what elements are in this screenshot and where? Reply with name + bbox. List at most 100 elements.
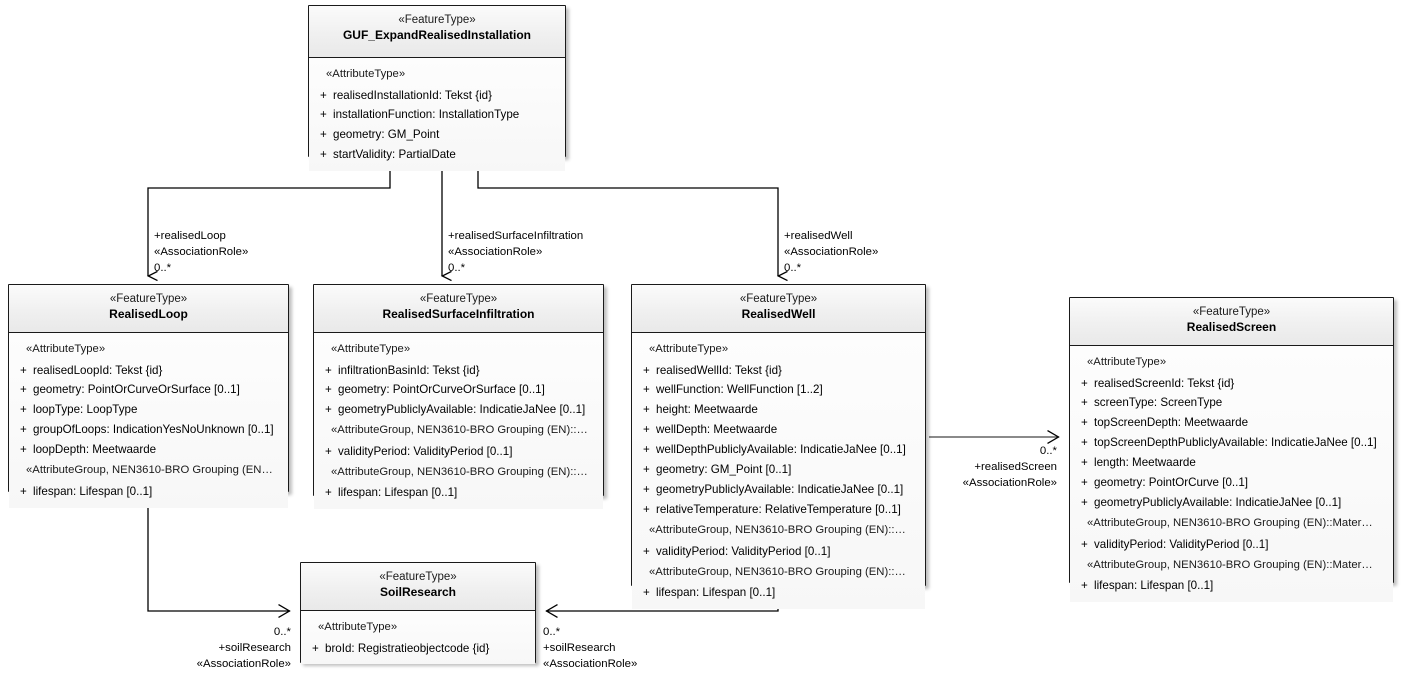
class-name: RealisedSurfaceInfiltration [382, 307, 535, 322]
class-box-realisedwell[interactable]: «FeatureType» RealisedWell «AttributeTyp… [631, 284, 926, 610]
visibility-marker: + [643, 443, 650, 457]
class-header: «FeatureType» GUF_ExpandRealisedInstalla… [309, 6, 565, 58]
attribute-group-label: «AttributeType» [1087, 356, 1167, 368]
association-stereotype: «AssociationRole» [448, 246, 543, 259]
attribute-text: topScreenDepth: Meetwaarde [1094, 416, 1249, 430]
attribute-row[interactable]: + topScreenDepthPubliclyAvailable: Indic… [1074, 433, 1389, 453]
class-header: «FeatureType» RealisedWell [632, 285, 925, 333]
attribute-text: validityPeriod: ValidityPeriod [0..1] [656, 544, 831, 558]
class-header: «FeatureType» RealisedScreen [1070, 298, 1393, 346]
visibility-marker: + [1081, 579, 1088, 593]
visibility-marker: + [20, 484, 27, 498]
association-label-realisedwell: +realisedWell «AssociationRole» 0..* [784, 228, 878, 277]
class-box-guf-expandrealisedinstallation[interactable]: «FeatureType» GUF_ExpandRealisedInstalla… [308, 5, 566, 172]
attribute-row[interactable]: + lifespan: Lifespan [0..1] [636, 583, 921, 603]
class-box-realisedloop[interactable]: «FeatureType» RealisedLoop «AttributeTyp… [8, 284, 289, 508]
class-body: «AttributeType» + realisedWellId: Tekst … [632, 333, 925, 610]
attribute-text: realisedScreenId: Tekst {id} [1094, 376, 1235, 390]
association-multiplicity: 0..* [543, 626, 561, 638]
visibility-marker: + [1081, 416, 1088, 430]
attribute-row[interactable]: + lifespan: Lifespan [0..1] [13, 482, 284, 502]
attribute-row[interactable]: + geometryPubliclyAvailable: IndicatieJa… [636, 480, 921, 500]
attribute-row[interactable]: + loopDepth: Meetwaarde [13, 440, 284, 460]
attribute-row[interactable]: + relativeTemperature: RelativeTemperatu… [636, 500, 921, 520]
class-header: «FeatureType» SoilResearch [301, 563, 535, 611]
association-role-name: +realisedLoop [154, 230, 226, 242]
class-box-soilresearch[interactable]: «FeatureType» SoilResearch «AttributeTyp… [300, 562, 536, 665]
attribute-row[interactable]: + geometry: PointOrCurve [0..1] [1074, 473, 1389, 493]
attribute-text: geometry: PointOrCurveOrSurface [0..1] [33, 383, 240, 397]
association-role-name: +realisedWell [784, 230, 853, 242]
attribute-row[interactable]: + validityPeriod: ValidityPeriod [0..1] [636, 542, 921, 562]
attribute-text: lifespan: Lifespan [0..1] [338, 486, 458, 500]
attribute-group-label: «AttributeGroup, NEN3610-BRO Grouping (E… [26, 464, 273, 477]
association-label-soilresearch-well: 0..* +soilResearch «AssociationRole» [543, 624, 637, 673]
attribute-row[interactable]: + realisedWellId: Tekst {id} [636, 361, 921, 381]
attribute-text: wellDepth: Meetwaarde [656, 423, 778, 437]
association-label-soilresearch-loop: 0..* +soilResearch «AssociationRole» [135, 624, 291, 673]
attribute-text: validityPeriod: ValidityPeriod [0..1] [1094, 537, 1269, 551]
attribute-row[interactable]: + realisedScreenId: Tekst {id} [1074, 374, 1389, 394]
attribute-row[interactable]: + screenType: ScreenType [1074, 393, 1389, 413]
association-role-name: +realisedSurfaceInfiltration [448, 230, 584, 242]
attribute-group-label: «AttributeType» [326, 68, 406, 80]
attribute-text: geometryPubliclyAvailable: IndicatieJaNe… [656, 483, 904, 497]
attribute-row[interactable]: + realisedInstallationId: Tekst {id} [313, 86, 561, 106]
class-name: RealisedWell [741, 307, 816, 322]
attribute-row[interactable]: + validityPeriod: ValidityPeriod [0..1] [1074, 535, 1389, 555]
attribute-group-label: «AttributeGroup, NEN3610-BRO Grouping (E… [331, 424, 588, 437]
class-header: «FeatureType» RealisedSurfaceInfiltratio… [314, 285, 603, 333]
class-box-realisedscreen[interactable]: «FeatureType» RealisedScreen «AttributeT… [1069, 297, 1394, 603]
attribute-row[interactable]: + geometry: GM_Point [0..1] [636, 460, 921, 480]
attribute-row[interactable]: + startValidity: PartialDate [313, 145, 561, 165]
visibility-marker: + [325, 403, 332, 417]
association-label-realisedsurfaceinfiltration: +realisedSurfaceInfiltration «Associatio… [448, 228, 583, 277]
attribute-row[interactable]: + height: Meetwaarde [636, 400, 921, 420]
attribute-row[interactable]: + wellDepth: Meetwaarde [636, 420, 921, 440]
attribute-group-label: «AttributeGroup, NEN3610-BRO Grouping (E… [1087, 558, 1373, 571]
attribute-text: realisedWellId: Tekst {id} [656, 363, 782, 377]
attribute-row[interactable]: + lifespan: Lifespan [0..1] [318, 483, 599, 503]
attribute-row[interactable]: + geometryPubliclyAvailable: IndicatieJa… [318, 400, 599, 420]
attribute-text: loopDepth: Meetwaarde [33, 443, 157, 457]
attribute-row[interactable]: + broId: Registratieobjectcode {id} [305, 639, 531, 659]
attribute-row[interactable]: + wellDepthPubliclyAvailable: IndicatieJ… [636, 440, 921, 460]
visibility-marker: + [643, 503, 650, 517]
association-role-name: +soilResearch [543, 642, 616, 655]
class-name: RealisedLoop [109, 307, 188, 322]
association-multiplicity: 0..* [1039, 445, 1057, 457]
attribute-row[interactable]: + lifespan: Lifespan [0..1] [1074, 576, 1389, 596]
attribute-row[interactable]: + validityPeriod: ValidityPeriod [0..1] [318, 442, 599, 462]
attribute-row[interactable]: + topScreenDepth: Meetwaarde [1074, 413, 1389, 433]
association-multiplicity: 0..* [154, 262, 172, 275]
visibility-marker: + [643, 423, 650, 437]
attribute-row[interactable]: + infiltrationBasinId: Tekst {id} [318, 361, 599, 381]
attribute-row[interactable]: + geometry: PointOrCurveOrSurface [0..1] [13, 380, 284, 400]
attribute-row[interactable]: + wellFunction: WellFunction [1..2] [636, 380, 921, 400]
class-body: «AttributeType» + realisedLoopId: Tekst … [9, 333, 288, 508]
attribute-row[interactable]: + loopType: LoopType [13, 400, 284, 420]
attribute-row[interactable]: + length: Meetwaarde [1074, 453, 1389, 473]
association-role-name: +soilResearch [218, 642, 292, 655]
visibility-marker: + [1081, 376, 1088, 390]
class-stereotype: «FeatureType» [739, 293, 818, 305]
class-name: GUF_ExpandRealisedInstallation [342, 28, 532, 43]
class-box-realisedsurfaceinfiltration[interactable]: «FeatureType» RealisedSurfaceInfiltratio… [313, 284, 604, 510]
attribute-row[interactable]: + geometryPubliclyAvailable: IndicatieJa… [1074, 493, 1389, 513]
visibility-marker: + [1081, 537, 1088, 551]
visibility-marker: + [643, 383, 650, 397]
visibility-marker: + [20, 363, 27, 377]
visibility-marker: + [325, 383, 332, 397]
attribute-row[interactable]: + geometry: PointOrCurveOrSurface [0..1] [318, 380, 599, 400]
attribute-row[interactable]: + geometry: GM_Point [313, 125, 561, 145]
attribute-row[interactable]: + groupOfLoops: IndicationYesNoUnknown [… [13, 420, 284, 440]
attribute-row[interactable]: + realisedLoopId: Tekst {id} [13, 361, 284, 381]
attribute-row[interactable]: + installationFunction: InstallationType [313, 105, 561, 125]
attribute-text: wellDepthPubliclyAvailable: IndicatieJaN… [656, 443, 906, 457]
attribute-text: height: Meetwaarde [656, 403, 758, 417]
attribute-text: geometry: PointOrCurve [0..1] [1094, 476, 1249, 490]
attribute-text: geometry: GM_Point [333, 128, 440, 142]
attribute-text: loopType: LoopType [33, 403, 138, 417]
visibility-marker: + [320, 88, 327, 102]
